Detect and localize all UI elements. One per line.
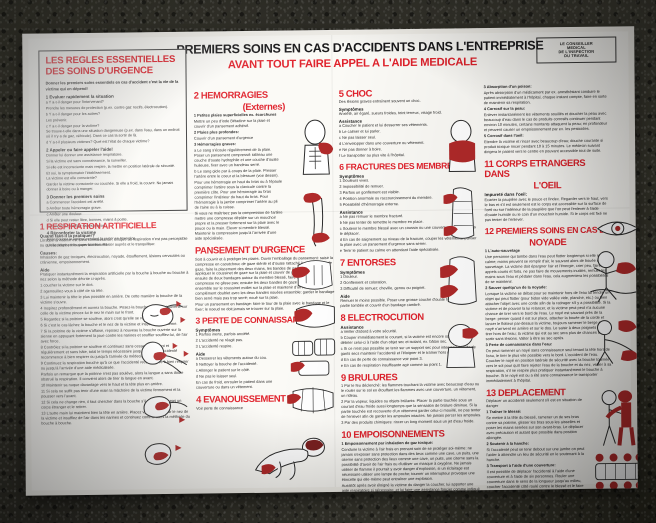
illustration-groin-pressure <box>291 251 338 300</box>
publisher-logo: LE CONSEILLER MEDICAL DE L'INSPECTION DU… <box>536 36 617 64</box>
rules-heading-line-2: DES SOINS D'URGENCE <box>45 64 153 78</box>
section-cont-continued: 3 Absorption d'un poison:Après absorptio… <box>484 84 611 155</box>
body-text: Pour une hémorragie en haut du bras ou à… <box>194 179 283 210</box>
rules-heading: LES REGLES ESSENTIELLES DES SOINS D'URGE… <box>45 54 180 78</box>
body-text: Inhalation de gaz toxiques, électrocutio… <box>39 253 185 265</box>
body-text: Lorsque la victime est sans connaissance… <box>39 236 188 248</box>
illustration-head-tilt <box>135 389 191 430</box>
illustration-shock-position <box>443 119 483 181</box>
illustration-wrapped-arm <box>287 383 339 420</box>
body-text: Après absorption d'un médicament par ex.… <box>483 89 607 106</box>
body-text: Mettre un peu d'iode Bétadine sur la pla… <box>193 119 270 130</box>
illustration-recovery-position <box>249 431 339 484</box>
body-text: En cas de froid, enrouler le patient dan… <box>195 380 273 390</box>
illustration-poison-rinse <box>440 321 484 372</box>
section-heading-line-2: NOYADE <box>529 235 567 248</box>
illustration-hip-support <box>597 387 638 448</box>
page-title: PREMIERS SOINS EN CAS D'ACCIDENTS DANS L… <box>176 38 544 57</box>
section-heading: 2 HEMORRAGIES <box>193 88 268 101</box>
illustration-bandage-rolls <box>289 335 339 382</box>
body-text: 1 Par le feu déclenché: les flammes touc… <box>340 382 480 399</box>
logo-line-4: DU TRAVAIL <box>564 52 589 59</box>
body-text: Si l'accidenté peut se tenir debout sur … <box>486 447 585 463</box>
body-text: Si vous ne maîtrisez pas la compression … <box>194 210 283 241</box>
illustration-fracture-splint <box>441 185 483 244</box>
section-heading: 10 EMPOISONNEMENTS <box>341 427 445 441</box>
rules-lead: Donner les premiers soins essentiels en … <box>45 79 179 92</box>
section-heading: 13 DEPLACEMENT <box>485 385 566 398</box>
illustration-shoulder-pressure <box>297 119 338 189</box>
section-heading: 12 PREMIERS SOINS EN CAS DE <box>484 224 611 236</box>
illustration-drowning-rescue <box>590 247 638 304</box>
section-heading: 5 CHOC <box>338 87 373 99</box>
section-heading: 11 CORPS ETRANGERS DANS <box>484 156 586 179</box>
section-heading-line-2: (Externes) <box>242 100 285 113</box>
section-heading-line-2: L'OEIL <box>533 178 562 191</box>
illustration-jaw-thrust <box>135 435 191 474</box>
illustration-burn-cooling <box>440 253 484 310</box>
page-subtitle: AVANT TOUT FAIRE APPEL A L'AIDE MEDICALE <box>227 56 478 72</box>
body-text: a Le sang s'écoule régulièrement de la p… <box>194 148 279 168</box>
body-text: Déplacer un accidenté seulement s'il est… <box>486 398 582 409</box>
body-text: Etendre la victime et rincer avec beauco… <box>484 138 604 154</box>
body-text: Conduire la victime à l'air frais en pre… <box>341 446 479 482</box>
rules-item: Se trouve-t-elle dans une situation dang… <box>45 128 180 139</box>
body-text: 3 L'accidenté respire. <box>195 344 233 350</box>
body-text: 3 Par des produits chimiques: rincer un … <box>341 419 475 426</box>
illustration-bandaged-limb <box>292 299 338 336</box>
body-text: Pratiquer instantanément la respiration … <box>40 270 189 282</box>
poster-paper: PREMIERS SOINS EN CAS D'ACCIDENTS DANS L… <box>28 31 638 496</box>
illustration-eye-foreign-body <box>596 213 638 244</box>
section-heading: 9 BRULURES <box>340 371 398 383</box>
body-text: Des lésions graves entraînent souvent un… <box>338 99 421 105</box>
body-text: Enlever instantanément les vêtements sou… <box>483 111 608 132</box>
body-text: Anxiété, air égaré, sueurs froides, tein… <box>338 111 442 117</box>
illustration-mouth-to-mouth-2 <box>137 337 193 380</box>
body-text: Se mettre à la tête du blessé, ramener u… <box>486 415 584 441</box>
body-text: 2 Par la vapeur, liquides ou objets brûl… <box>341 398 482 420</box>
rules-item: d Y a-t-il plusieurs victimes? Quel est … <box>46 139 150 145</box>
rules-item: Garder la victime consciente ou couchée.… <box>46 181 174 192</box>
section-heading: 1 RESPIRATION ARTIFICIELLE <box>39 220 157 232</box>
illustration-mouth-to-mouth-1 <box>136 295 188 332</box>
illustration-arm-pressure <box>297 190 337 250</box>
first-aid-poster: PREMIERS SOINS EN CAS D'ACCIDENTS DANS L… <box>22 26 638 496</box>
body-text: Ecarter la paupière avec le pouce et l'i… <box>484 196 608 222</box>
body-text: b Le sang gicle par à-coups de la plaie.… <box>194 168 279 179</box>
body-text: f Le transporter au plus vite à l'hôpita… <box>339 153 405 159</box>
illustration-drag-victim <box>592 317 638 370</box>
essential-rules-box: LES REGLES ESSENTIELLES DES SOINS D'URGE… <box>38 48 188 247</box>
